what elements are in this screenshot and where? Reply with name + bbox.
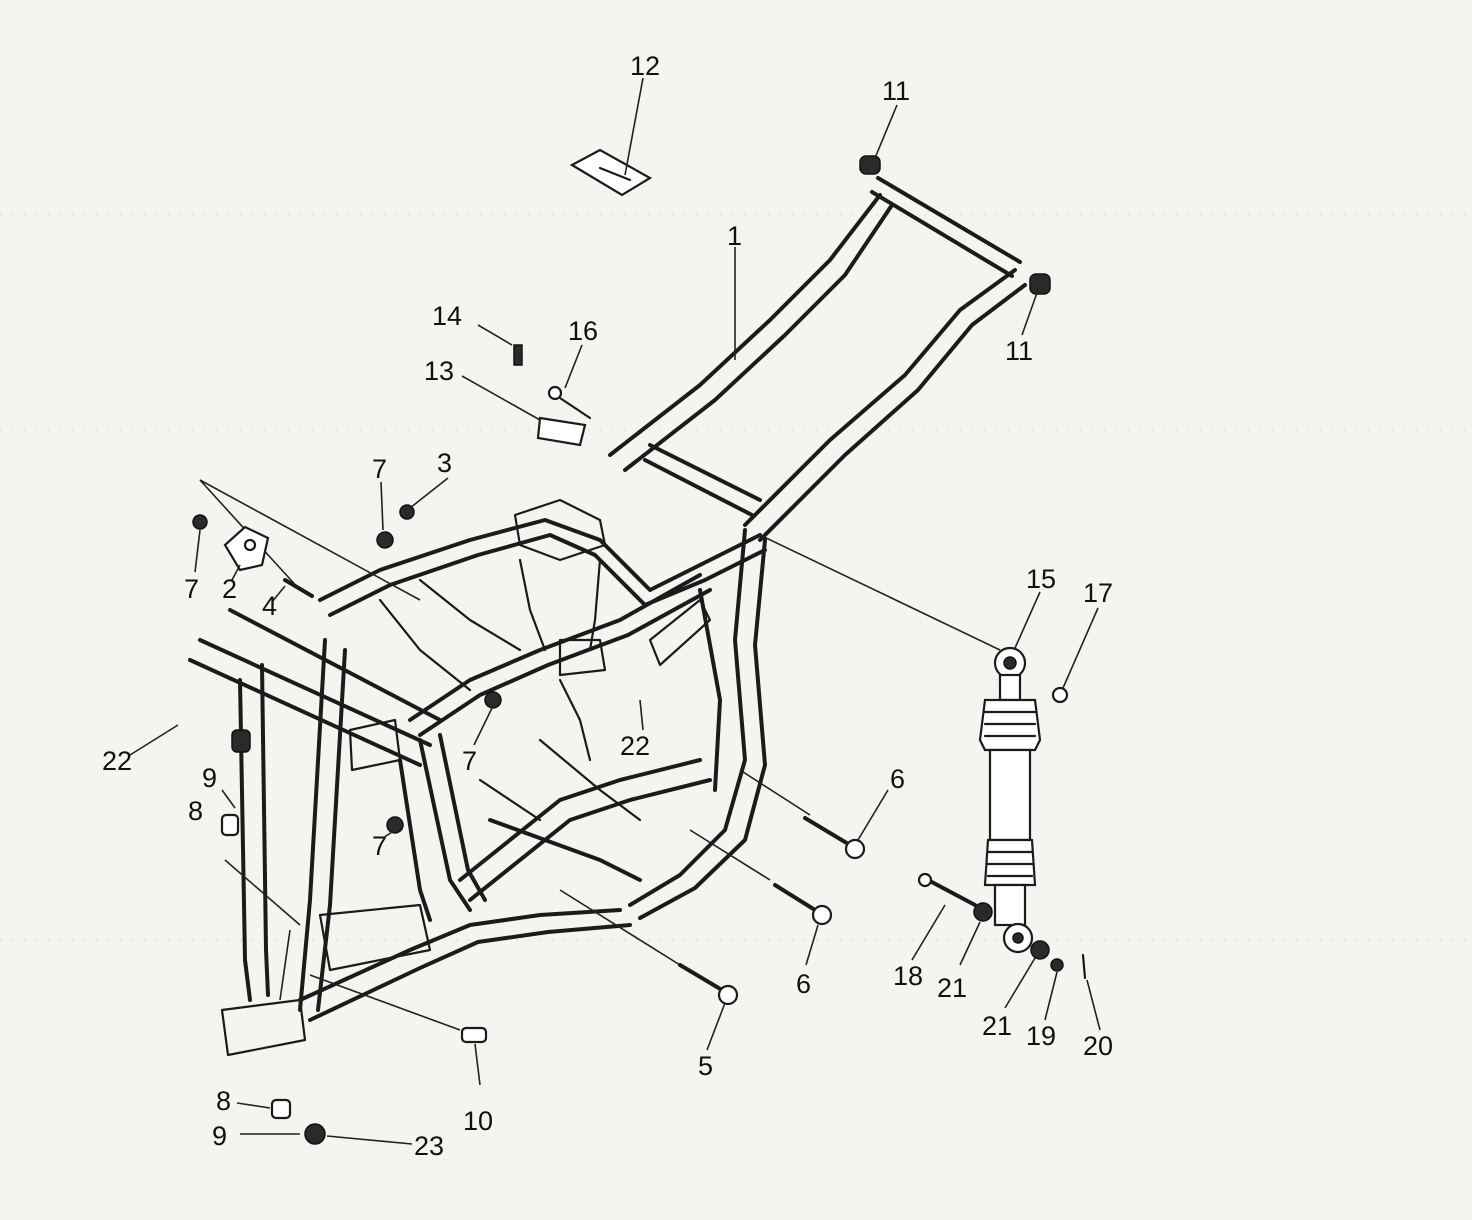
part-8-spacer — [270, 1098, 292, 1120]
part-10-bolt — [460, 1026, 488, 1044]
callout-labels: 1 2 3 4 5 6 6 7 7 7 7 8 8 9 9 10 11 11 1… — [102, 51, 1113, 1161]
callout-7d: 7 — [372, 831, 387, 861]
part-22-bushing — [231, 729, 251, 753]
part-11-bushing — [859, 155, 881, 175]
part-5-bolt — [678, 963, 724, 992]
callout-13: 13 — [424, 356, 454, 386]
part-6-bolt — [773, 883, 817, 912]
callout-16: 16 — [568, 316, 598, 346]
callout-9b: 9 — [212, 1121, 227, 1151]
part-11-bushing — [1029, 273, 1051, 295]
callout-17: 17 — [1083, 578, 1113, 608]
callout-22b: 22 — [620, 731, 650, 761]
main-frame — [188, 176, 1027, 1057]
part-7-nut — [386, 816, 404, 834]
callout-9a: 9 — [202, 763, 217, 793]
callout-8a: 8 — [188, 796, 203, 826]
callout-20: 20 — [1083, 1031, 1113, 1061]
part-13-plate — [536, 416, 587, 447]
part-20-cotter-pin — [1081, 953, 1087, 980]
callout-23: 23 — [414, 1131, 444, 1161]
callout-21b: 21 — [982, 1011, 1012, 1041]
shock-absorber — [917, 646, 1087, 980]
part-17-nut — [1051, 686, 1069, 704]
callout-7c: 7 — [462, 746, 477, 776]
callout-11b: 11 — [1005, 336, 1033, 366]
callout-2: 2 — [222, 574, 237, 604]
callout-11a: 11 — [882, 76, 910, 106]
callout-18: 18 — [893, 961, 923, 991]
part-14-pin — [513, 344, 523, 366]
callout-19: 19 — [1026, 1021, 1056, 1051]
part-8-spacer — [220, 813, 240, 837]
loose-parts — [192, 148, 1051, 1145]
part-18-bolt — [926, 878, 977, 907]
part-21-washer — [1030, 940, 1050, 960]
callout-8b: 8 — [216, 1086, 231, 1116]
callout-6a: 6 — [890, 764, 905, 794]
callout-15: 15 — [1026, 564, 1056, 594]
part-23-nut — [304, 1123, 326, 1145]
callout-leaders — [129, 77, 1101, 1145]
part-19-nut — [1050, 958, 1064, 972]
part-7-nut — [376, 531, 394, 549]
callout-10: 10 — [463, 1106, 493, 1136]
part-7-nut — [484, 691, 502, 709]
callout-14: 14 — [432, 301, 462, 331]
callout-7a: 7 — [372, 454, 387, 484]
callout-4: 4 — [262, 591, 277, 621]
callout-22a: 22 — [102, 746, 132, 776]
callout-5: 5 — [698, 1051, 713, 1081]
part-4-bolt — [283, 578, 314, 598]
explode-lines — [199, 479, 1001, 1031]
callout-7b: 7 — [184, 574, 199, 604]
part-21-washer — [973, 902, 993, 922]
callout-1: 1 — [727, 221, 742, 251]
part-6-bolt — [803, 816, 852, 847]
part-7-nut — [192, 514, 208, 530]
part-16-bolt-head — [547, 385, 563, 401]
callout-3: 3 — [437, 448, 452, 478]
callout-21a: 21 — [937, 973, 967, 1003]
scan-noise — [0, 214, 1472, 1161]
callout-6b: 6 — [796, 969, 811, 999]
callout-12: 12 — [630, 51, 660, 81]
